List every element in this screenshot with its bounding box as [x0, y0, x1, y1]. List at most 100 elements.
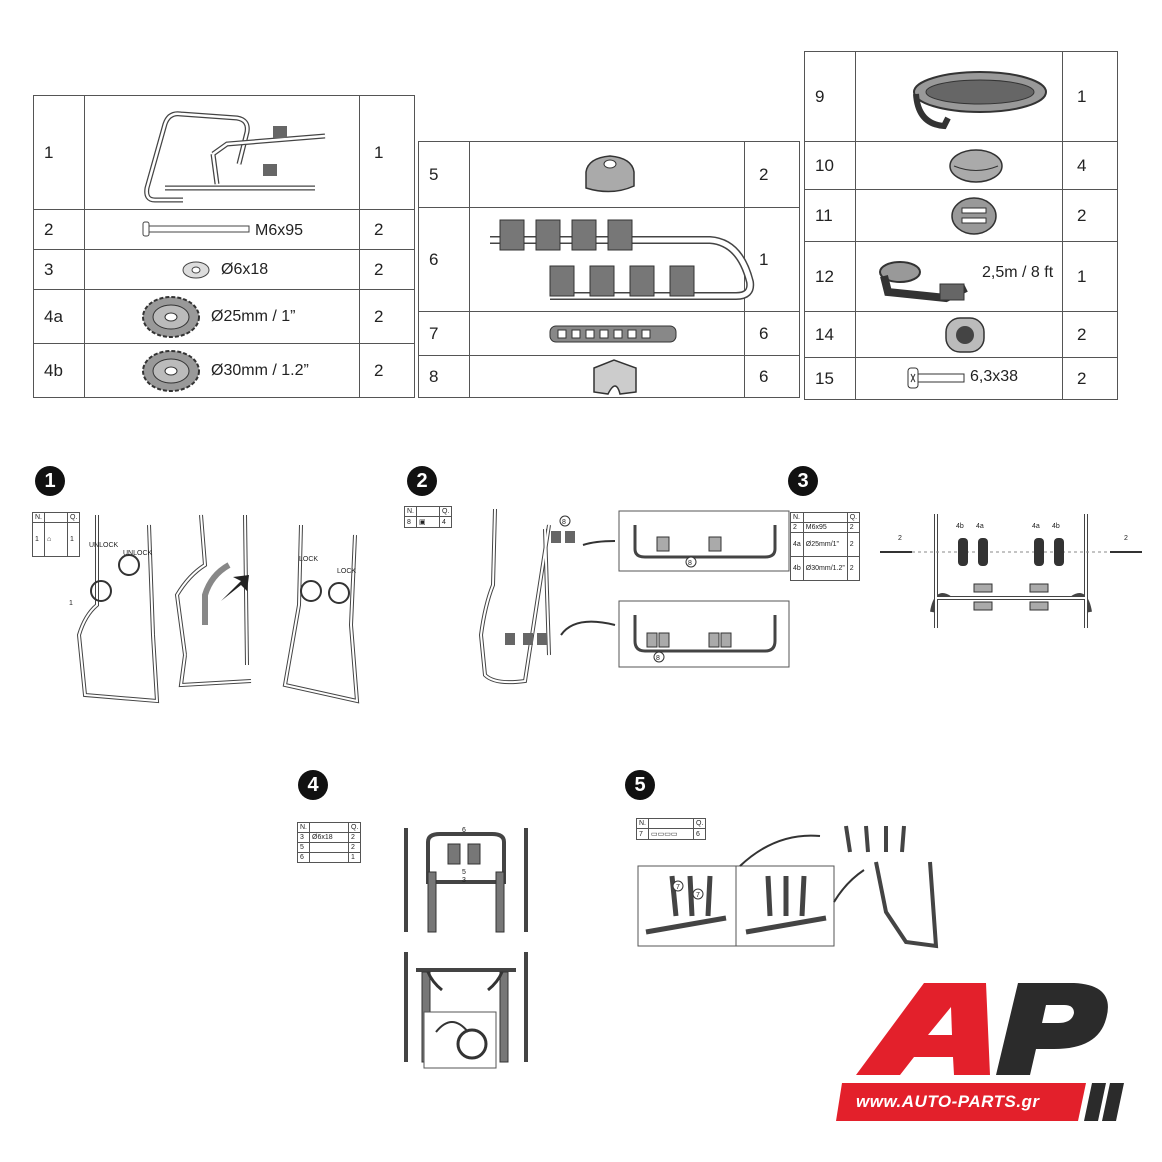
part-image-cell: M6x95: [84, 209, 360, 250]
callout-8-bottom: 8: [656, 655, 660, 662]
lock-label: LOCK: [299, 556, 318, 563]
lock-label-2: LOCK: [337, 568, 356, 575]
part-qty: 2: [359, 289, 415, 344]
step-2-number: 2: [407, 466, 437, 496]
mini-row-caption: Ø25mm/1”: [802, 532, 848, 557]
callout-6: 6: [462, 827, 466, 834]
mini-row-caption: Ø30mm/1.2”: [802, 556, 848, 581]
logo-url: www.AUTO-PARTS.gr: [856, 1092, 1040, 1111]
callout-3: 3: [462, 877, 466, 884]
step-1-number: 1: [35, 466, 65, 496]
mini-row-q: 2: [347, 832, 362, 843]
part-image-cell: [855, 141, 1063, 190]
part-qty: 1: [1062, 241, 1118, 312]
parts-table-right: 9 1 10 4 11 2 12: [804, 51, 1118, 400]
part-qty: 2: [1062, 311, 1118, 358]
callout-4b-right: 4b: [1052, 523, 1060, 530]
part-image-cell: [855, 51, 1063, 142]
part-qty: 2: [359, 343, 415, 398]
screw-icon: [907, 367, 965, 389]
ratchet-strap-icon: [879, 261, 968, 303]
callout-2-left: 2: [898, 535, 902, 542]
unlock-label: UNLOCK: [89, 542, 119, 549]
parts-table-middle: 5 2 6 1 7: [418, 141, 800, 398]
mini-header-n: N.: [790, 512, 804, 523]
mini-header-q: Q.: [846, 512, 861, 523]
part-number: 1: [33, 95, 85, 210]
mini-row-q: 2: [846, 532, 861, 557]
step-1-parts-box: N.Q. 1⌂1: [32, 512, 81, 557]
callout-4b-left: 4b: [956, 523, 964, 530]
step-3-diagram: 2 2 4b 4a 4a 4b: [880, 514, 1142, 628]
part-image-cell: [469, 141, 745, 208]
callout-1: 1: [69, 600, 73, 607]
part-qty: 1: [359, 95, 415, 210]
mini-row-q: 2: [846, 522, 861, 533]
mini-row-q: 1: [66, 522, 81, 557]
part-number: 9: [804, 51, 856, 142]
washer-icon: [182, 261, 210, 279]
ap-letters: [836, 983, 1124, 1121]
clip-icon: [593, 359, 637, 395]
step-5-diagram: 7 7: [637, 825, 939, 949]
part-qty: 6: [744, 355, 800, 398]
mini-header-q: Q.: [347, 822, 362, 833]
part-number: 4a: [33, 289, 85, 344]
callout-4a-right: 4a: [1032, 523, 1040, 530]
part-number: 14: [804, 311, 856, 358]
unlock-label-2: UNLOCK: [123, 550, 153, 557]
part-caption: Ø6x18: [221, 261, 269, 278]
step-2-parts-box: N.Q. 8▣4: [404, 506, 453, 528]
step-4-number: 4: [298, 770, 328, 800]
mini-row-caption: [309, 842, 349, 853]
foam-pad-icon: [949, 149, 1003, 183]
pad-icon: [142, 296, 200, 338]
parts-table-left: 1 1 2 M6x95 2 3 Ø6x18: [33, 95, 415, 398]
strap-roll-icon: [913, 71, 1047, 130]
rack-frame-icon: [144, 111, 326, 203]
step-2-diagram: 8 8 8: [478, 508, 790, 685]
mini-row-caption: M6x95: [802, 522, 848, 533]
part-number: 8: [418, 355, 470, 398]
mini-row-caption: [309, 852, 349, 863]
mini-row-n: 8: [404, 516, 417, 528]
mini-row-n: 2: [790, 522, 804, 533]
part-qty: 2: [1062, 189, 1118, 242]
part-image-cell: Ø6x18: [84, 249, 360, 290]
step-1-diagram: UNLOCK UNLOCK LOCK LOCK 1: [69, 514, 360, 704]
mini-header-n: N.: [32, 512, 45, 523]
callout-8: 8: [562, 519, 566, 526]
part-number: 2: [33, 209, 85, 250]
callout-7: 7: [676, 884, 680, 891]
cap-icon: [945, 317, 985, 353]
part-qty: 2: [744, 141, 800, 208]
mini-row-q: 2: [347, 842, 362, 853]
part-image-cell: [469, 355, 745, 398]
mini-row-n: 4a: [790, 532, 804, 557]
part-image-cell: Ø25mm / 1”: [84, 289, 360, 344]
part-caption: Ø25mm / 1”: [211, 308, 296, 325]
pad-icon: [142, 350, 200, 392]
part-number: 12: [804, 241, 856, 312]
mini-header-n: N.: [404, 506, 417, 517]
bike-arm-icon: [490, 219, 755, 300]
callout-5: 5: [462, 869, 466, 876]
part-image-cell: [469, 207, 755, 312]
step-4-diagram: 6 5 3: [404, 827, 528, 1069]
part-number: 7: [418, 311, 470, 356]
mini-header-n: N.: [297, 822, 310, 833]
part-caption: M6x95: [255, 222, 304, 239]
part-number: 3: [33, 249, 85, 290]
bolt-icon: [142, 221, 250, 237]
mini-row-q: 2: [846, 556, 861, 581]
part-qty: 1: [1062, 51, 1118, 142]
mini-row-q: 1: [347, 852, 362, 863]
part-number: 4b: [33, 343, 85, 398]
auto-parts-logo[interactable]: www.AUTO-PARTS.gr: [836, 975, 1136, 1125]
callout-2-right: 2: [1124, 535, 1128, 542]
part-qty: 2: [1062, 357, 1118, 400]
step-5-parts-box: N.Q. 7▭▭▭▭6: [636, 818, 707, 840]
step-5-number: 5: [625, 770, 655, 800]
